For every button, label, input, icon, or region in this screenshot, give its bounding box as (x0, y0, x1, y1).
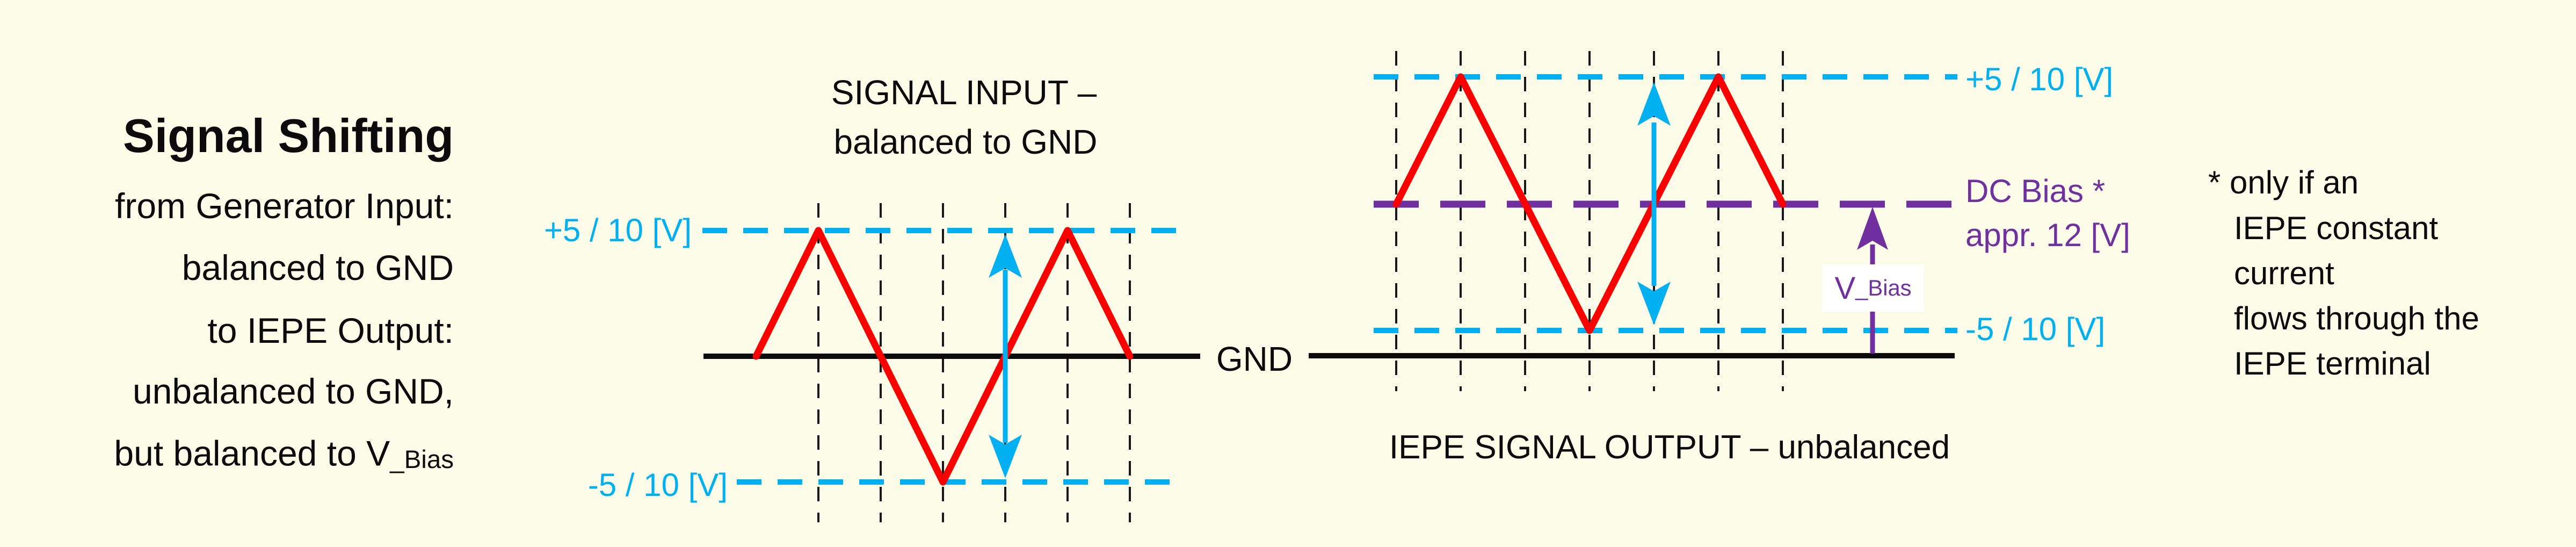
dc-bias-label: DC Bias * (1965, 173, 2106, 209)
dc-bias-value-label: appr. 12 [V] (1965, 217, 2130, 253)
left-panel-line-5-text: but balanced to V (114, 433, 390, 473)
input-wave (752, 227, 1134, 486)
output-diagram-caption: IEPE SIGNAL OUTPUT – unbalanced (1389, 429, 1950, 466)
left-panel-line-2: balanced to GND (182, 248, 454, 287)
footnote-line-2: IEPE constant (2234, 210, 2439, 246)
output-wave (1392, 73, 1787, 334)
left-panel-line-3: to IEPE Output: (207, 311, 454, 350)
footnote-line-1: * only if an (2208, 164, 2359, 200)
output-amplitude-arrow (1637, 82, 1671, 325)
output-plus-level-label: +5 / 10 [V] (1965, 61, 2114, 97)
arrow-up-head (1637, 82, 1671, 126)
page-title: Signal Shifting (123, 109, 454, 162)
input-plus-level-label: +5 / 10 [V] (543, 212, 692, 248)
left-panel-line-5: but balanced to V_Bias (114, 435, 454, 472)
input-diagram-title-line1: SIGNAL INPUT – (831, 73, 1097, 112)
footnote-line-4: flows through the (2234, 300, 2479, 336)
vbias-subscript: _Bias (390, 445, 454, 474)
left-panel-line-1: from Generator Input: (115, 186, 454, 226)
input-amplitude-arrow (989, 234, 1022, 478)
output-minus-level-label: -5 / 10 [V] (1965, 311, 2106, 347)
input-minus-level-label: -5 / 10 [V] (587, 467, 728, 503)
arrow-up-head (989, 234, 1022, 278)
input-diagram-title-line2: balanced to GND (833, 123, 1098, 161)
gnd-label: GND (1216, 340, 1293, 378)
vbias-label-subscript: _Bias (1855, 275, 1912, 300)
vbias-label: V (1834, 270, 1856, 306)
output-gridlines (1395, 51, 1784, 391)
footnote-line-3: current (2234, 255, 2334, 291)
arrow-down-head (989, 435, 1022, 478)
input-gridlines (817, 203, 1131, 522)
arrow-down-head (1637, 282, 1671, 325)
footnote-line-5: IEPE terminal (2234, 346, 2431, 382)
arrow-up-head (1857, 207, 1888, 250)
vbias-label-box: V_Bias (1822, 264, 1924, 312)
left-panel-line-4: unbalanced to GND, (132, 371, 454, 411)
